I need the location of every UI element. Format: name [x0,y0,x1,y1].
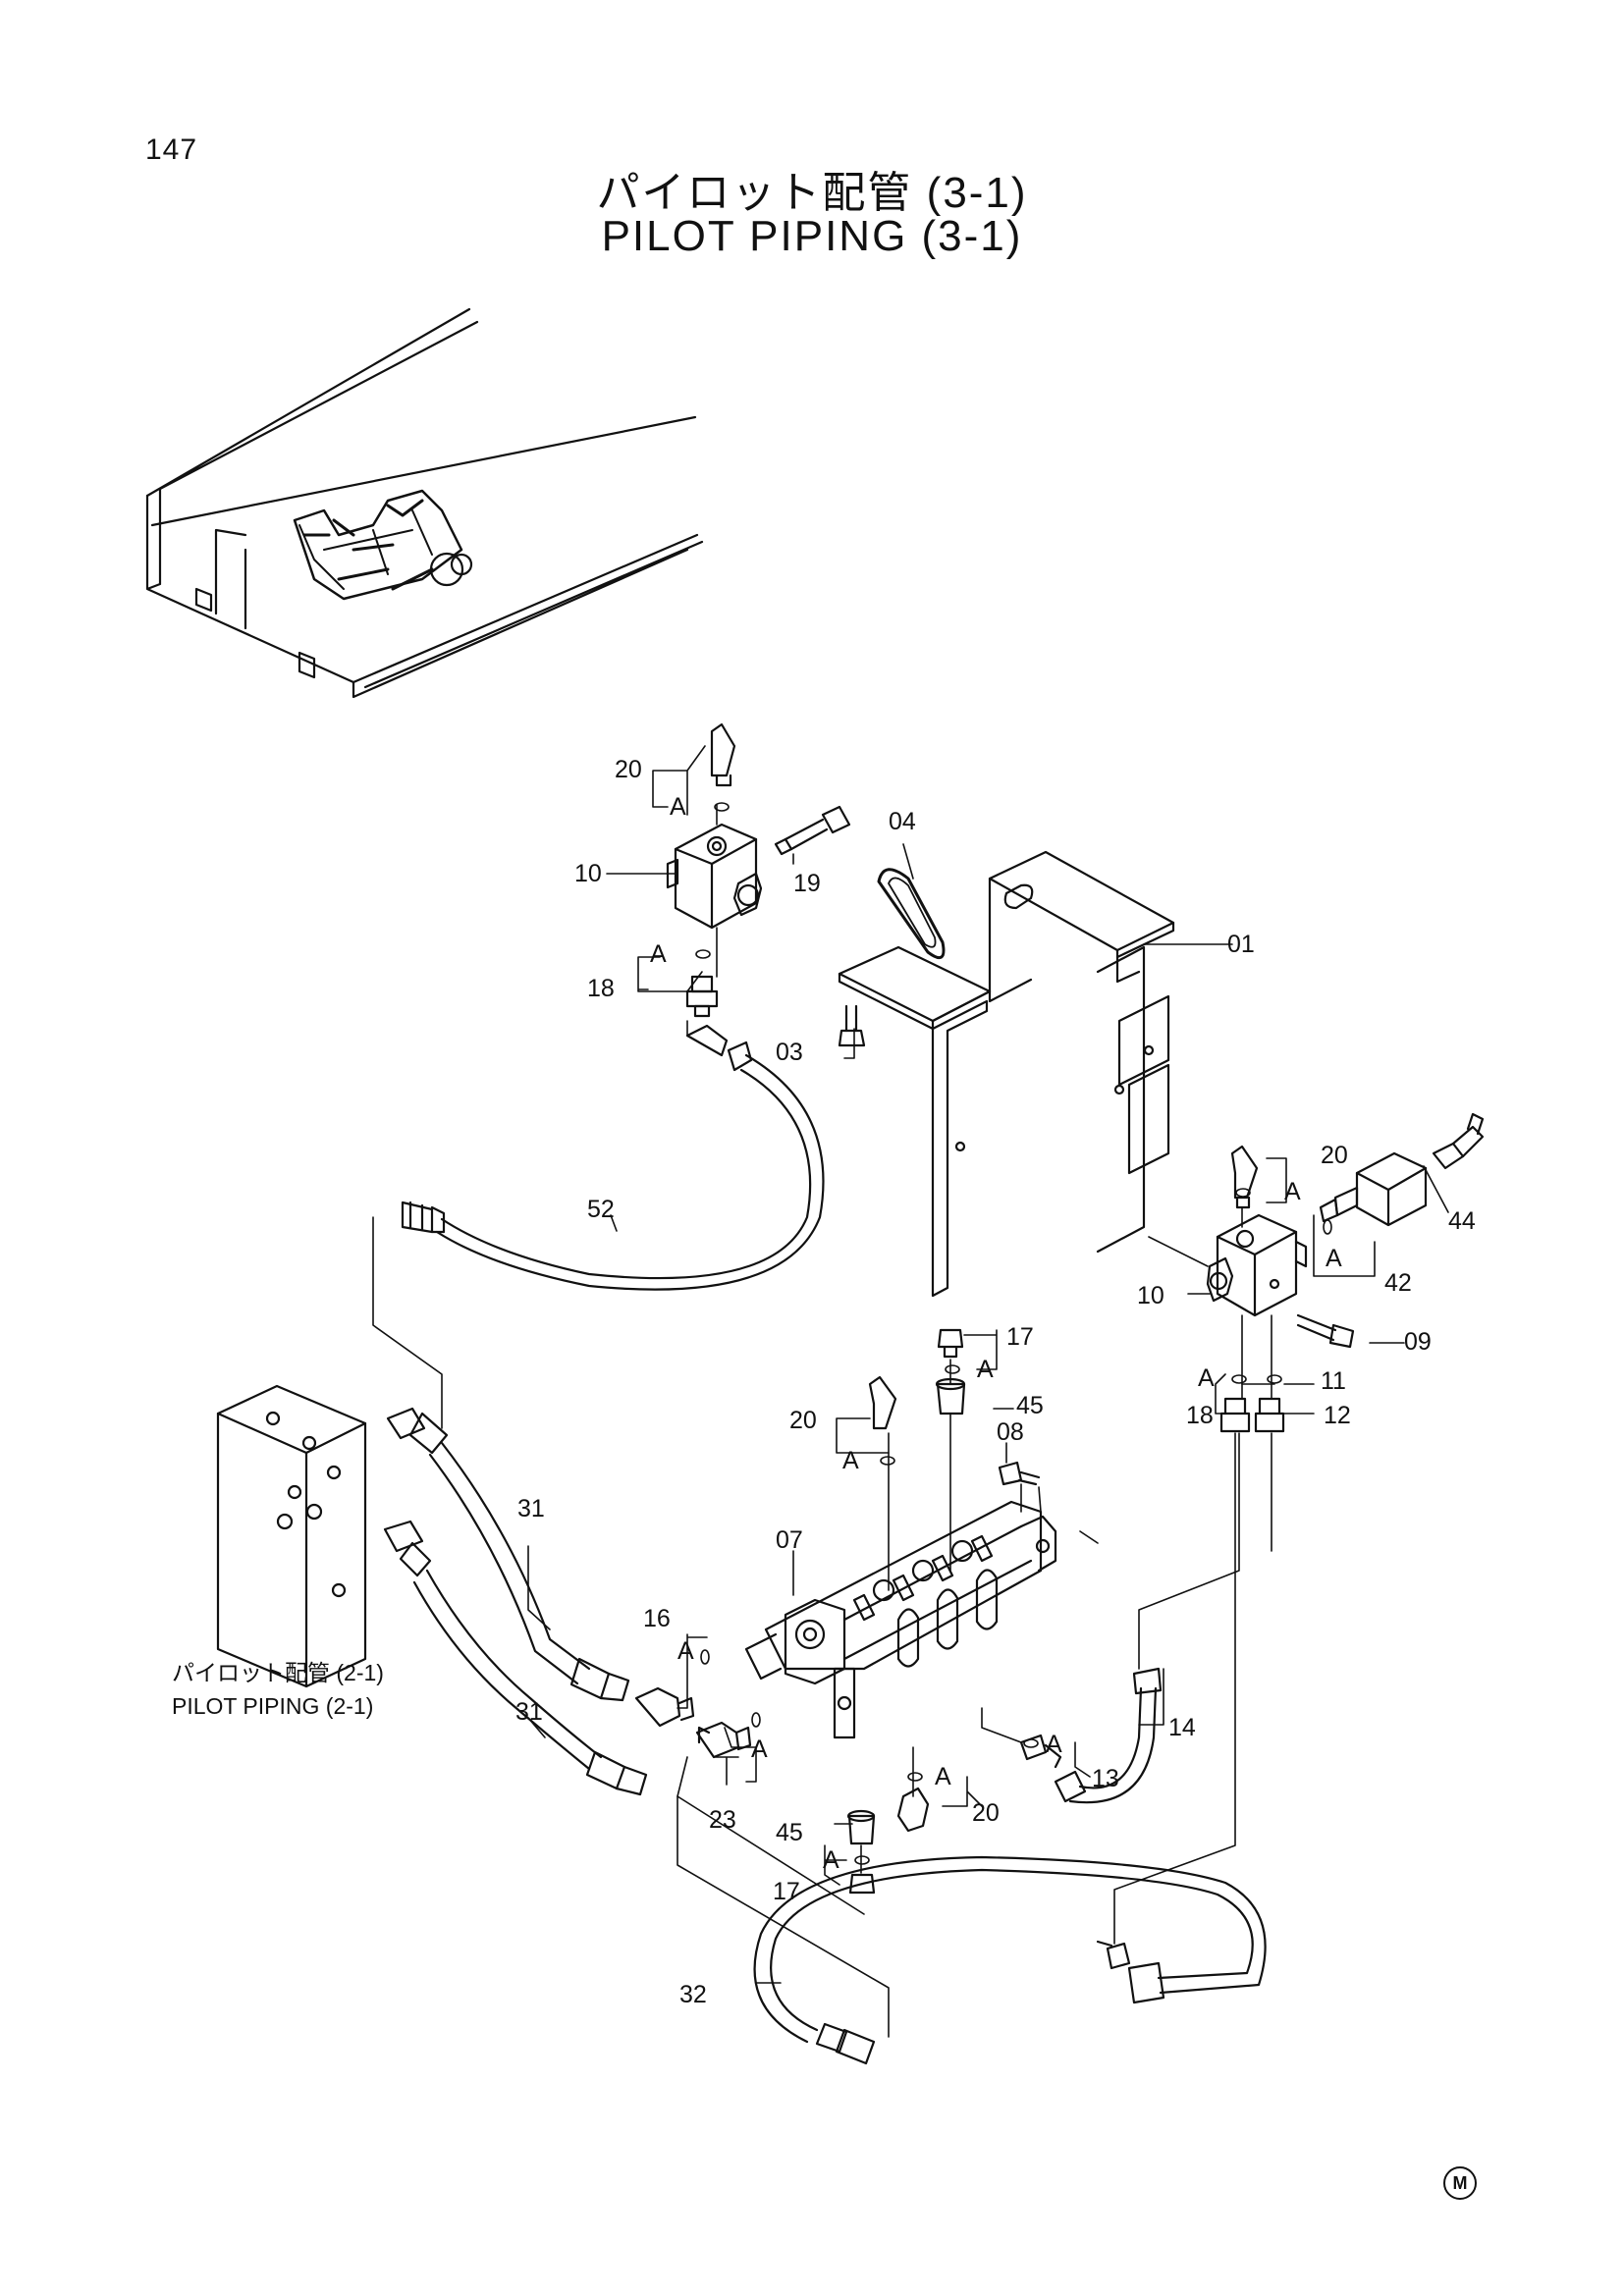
callout-20-top: 20 [615,756,642,783]
callout-45-bottom: 45 [776,1819,803,1846]
callout-20-bottom: 20 [972,1799,1000,1827]
title-english: PILOT PIPING (3-1) [601,212,1023,260]
seal-a-label: A [935,1763,951,1790]
corner-m-mark: M [1443,2166,1477,2200]
elbow-fitting-part-20-mid [868,1375,897,1430]
callout-32: 32 [679,1981,707,2008]
seal-a-labels: A A A A A A A A A A A A [650,793,1342,1874]
seal-strip-part-04 [877,868,946,960]
callout-14: 14 [1168,1714,1196,1741]
callout-52: 52 [587,1196,615,1223]
bolt-part-03 [838,1004,866,1047]
bracket-part-01 [838,850,1175,1298]
callout-42: 42 [1384,1269,1412,1297]
callout-18-right: 18 [1186,1402,1214,1429]
callout-18-top: 18 [587,975,615,1002]
seal-a-label: A [751,1735,768,1763]
seal-a-label: A [1284,1178,1301,1205]
callout-19: 19 [793,870,821,897]
control-valve-part-07 [744,1500,1057,1739]
callout-03: 03 [776,1039,803,1066]
callout-13: 13 [1092,1765,1119,1792]
callout-44: 44 [1448,1207,1476,1235]
callout-07: 07 [776,1526,803,1554]
callout-16: 16 [643,1605,671,1632]
callout-20-mid: 20 [789,1407,817,1434]
reference-label-english: PILOT PIPING (2-1) [172,1693,373,1719]
hose-part-32 [753,1855,1267,2065]
callout-08: 08 [997,1418,1024,1446]
plug-part-17-top [937,1328,964,1359]
solenoid-part-42 [1319,1151,1428,1227]
callout-31-upper: 31 [517,1495,545,1522]
hose-part-52 [401,1024,825,1291]
callout-01: 01 [1227,931,1255,958]
hose-part-14 [1054,1667,1163,1804]
cab-overview-illustration [145,307,704,699]
elbow-fitting-part-20-right [1230,1145,1259,1209]
callout-labels: 20 10 19 04 01 03 18 52 20 44 42 10 09 1… [515,756,1476,2008]
callout-11: 11 [1321,1367,1346,1395]
callout-10-right: 10 [1137,1282,1164,1309]
bolt-part-09 [1296,1313,1355,1349]
callout-17-bottom: 17 [773,1878,800,1905]
adapter-part-45-bottom [846,1809,876,1845]
seal-a-label: A [842,1447,859,1474]
seal-a-label: A [823,1846,839,1874]
callout-10-top: 10 [574,860,602,887]
title-japanese: パイロット配管 (3-1) [596,169,1028,217]
leader-lines [527,745,1449,1984]
callout-45-top: 45 [1016,1392,1044,1419]
seal-a-label: A [670,793,686,821]
seal-a-label: A [1198,1364,1215,1392]
elbow-fitting-part-20-bottom [896,1787,930,1833]
seal-a-label: A [650,940,667,968]
o-ring-seals [695,802,1332,1865]
elbow-fitting-part-16 [634,1686,695,1728]
callout-12: 12 [1324,1402,1351,1429]
seal-a-label: A [677,1637,694,1665]
callout-09: 09 [1404,1328,1432,1356]
fitting-part-08 [998,1461,1041,1486]
seal-a-label: A [1046,1731,1062,1758]
connector-part-18-top [685,975,719,1018]
callout-17-top: 17 [1006,1323,1034,1351]
elbow-fitting-part-20-top [710,722,736,787]
bolt-part-19 [774,805,851,856]
hose-part-31-lower [383,1520,648,1796]
pilot-valve-reference-block [216,1384,367,1688]
fitting-part-44 [1432,1112,1485,1170]
tee-fitting-part-23 [695,1721,752,1759]
callout-04: 04 [889,808,916,835]
page-number: 147 [145,133,198,166]
seal-a-label: A [977,1356,994,1383]
valve-block-part-10-right [1206,1213,1308,1317]
connector-parts-18-12 [1219,1397,1285,1433]
elbow-fitting-part-13 [1019,1734,1062,1769]
callout-31-lower: 31 [515,1698,543,1726]
callout-20-right: 20 [1321,1142,1348,1169]
callout-23: 23 [709,1806,736,1834]
routing-lines [372,804,1272,2038]
reference-label-japanese: パイロット配管 (2-1) [172,1660,384,1685]
valve-block-part-10-top [666,823,763,930]
seal-a-label: A [1326,1245,1342,1272]
